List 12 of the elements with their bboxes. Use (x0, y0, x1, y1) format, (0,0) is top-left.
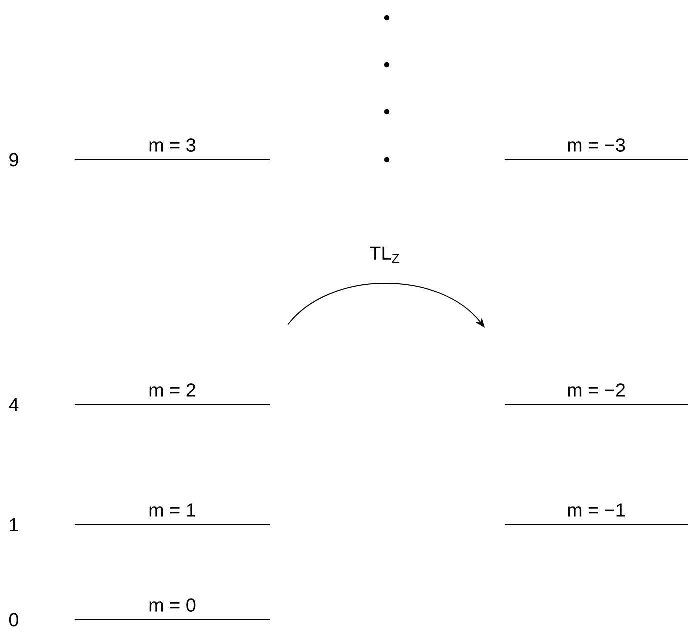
energy-level: m = −1 (504, 504, 688, 526)
operator-label: TL$_{Z}$ (370, 246, 400, 264)
energy-level: m = −2 (504, 384, 688, 406)
energy-level: m = 2 (74, 384, 270, 406)
energy-level: m = −3 (504, 138, 688, 160)
energy-value: 4 (9, 398, 19, 412)
energy-value: 0 (9, 613, 19, 627)
energy-value: 9 (10, 153, 18, 167)
energy-level: m = 3 (74, 138, 270, 160)
energy-level: m = 1 (74, 504, 270, 526)
energy-level: m = 0 (74, 598, 270, 620)
energy-value: 1 (10, 518, 18, 532)
